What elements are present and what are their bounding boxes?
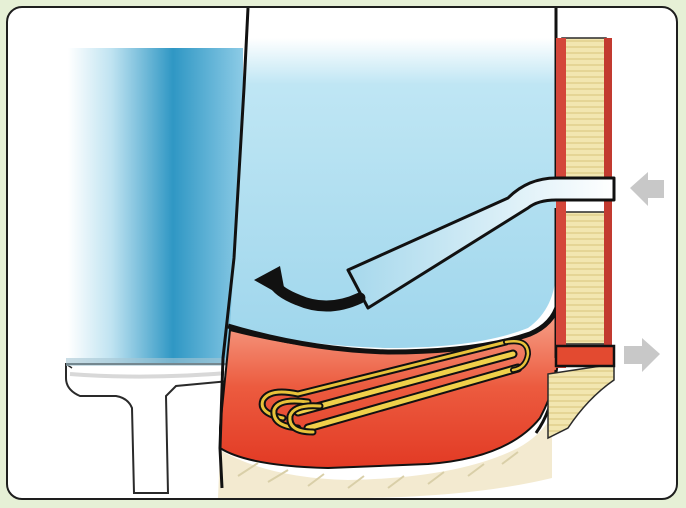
tank-shell	[68, 8, 243, 363]
insulation-wall	[548, 38, 614, 438]
diagram-frame	[6, 6, 678, 500]
outlet-flow-arrow	[624, 338, 660, 372]
water-heater-diagram	[8, 8, 676, 498]
outlet-pipe	[556, 346, 614, 366]
cold-water-volume	[230, 38, 556, 348]
inlet-flow-arrow	[630, 172, 664, 206]
base-stand	[66, 358, 244, 493]
